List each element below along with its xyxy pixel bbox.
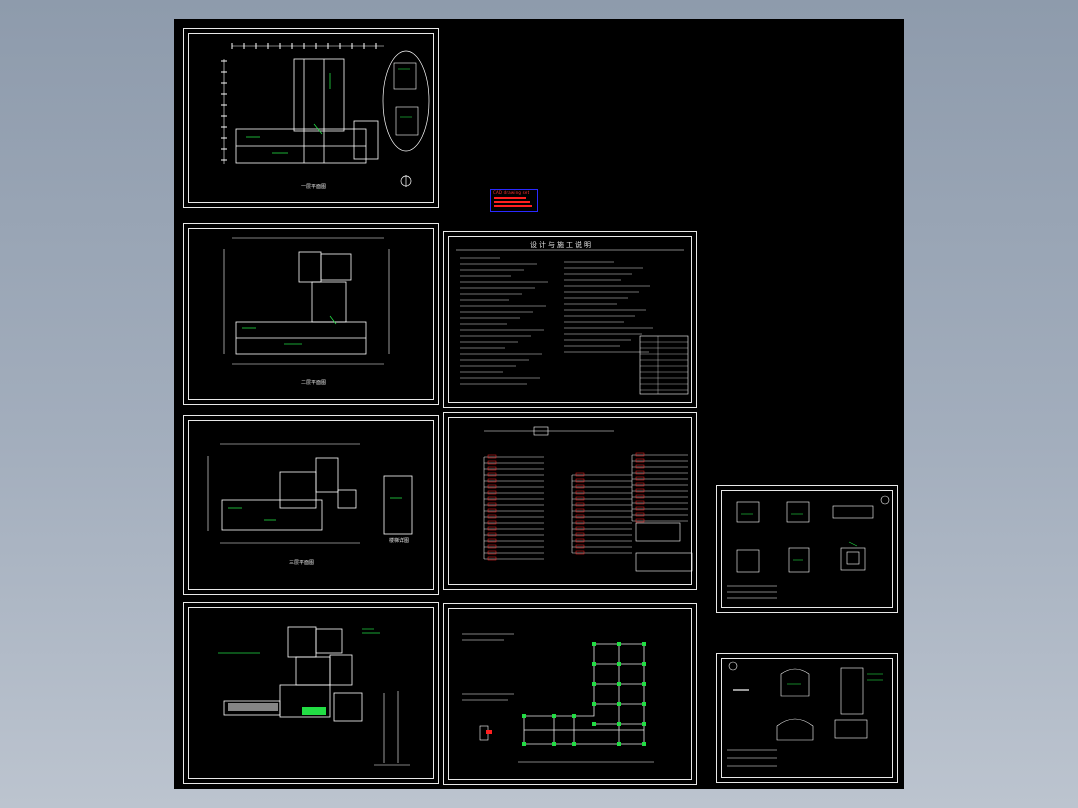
sheet-structure-grid[interactable] [443,603,697,785]
sheet-roof-plan[interactable] [183,602,439,784]
detail-b-drawing [727,661,883,767]
svg-text:二层平面图: 二层平面图 [301,380,326,386]
title-stamp: CAD drawing set [490,189,538,212]
notes-title: 设计与施工说明 [530,241,593,249]
floor-plan-3-drawing: 三层平面图 楼梯详图 [207,443,413,566]
stamp-line [494,197,526,199]
sheet-system-diagram[interactable] [443,412,697,590]
sheet-detail-b[interactable] [716,653,898,783]
floor-plan-2-drawing: 二层平面图 [223,237,390,386]
sheet-design-notes[interactable]: 设计与施工说明 [443,231,697,408]
sheet-floor-plan-3[interactable]: 三层平面图 楼梯详图 [183,415,439,595]
north-arrow-icon [880,495,890,505]
cad-drawing-canvas[interactable]: 一层平面图 CAD drawing set [174,19,904,789]
svg-text:三层平面图: 三层平面图 [289,560,314,566]
structure-grid-drawing [462,633,654,763]
detail-a-drawing [727,495,890,599]
stamp-line [494,205,532,207]
sheet-floor-plan-2[interactable]: 二层平面图 [183,223,439,405]
north-arrow-icon [728,661,738,671]
stamp-line [494,201,530,203]
floor-plan-1-drawing: 一层平面图 [221,43,430,190]
sheet-floor-plan-1[interactable]: 一层平面图 [183,28,439,208]
stamp-title: CAD drawing set [493,190,530,195]
svg-text:一层平面图: 一层平面图 [301,184,326,190]
sheet-detail-a[interactable] [716,485,898,613]
design-notes-drawing [456,249,689,395]
roof-plan-drawing [218,626,410,766]
system-diagram-drawing [483,426,693,572]
svg-text:楼梯详图: 楼梯详图 [389,537,409,544]
